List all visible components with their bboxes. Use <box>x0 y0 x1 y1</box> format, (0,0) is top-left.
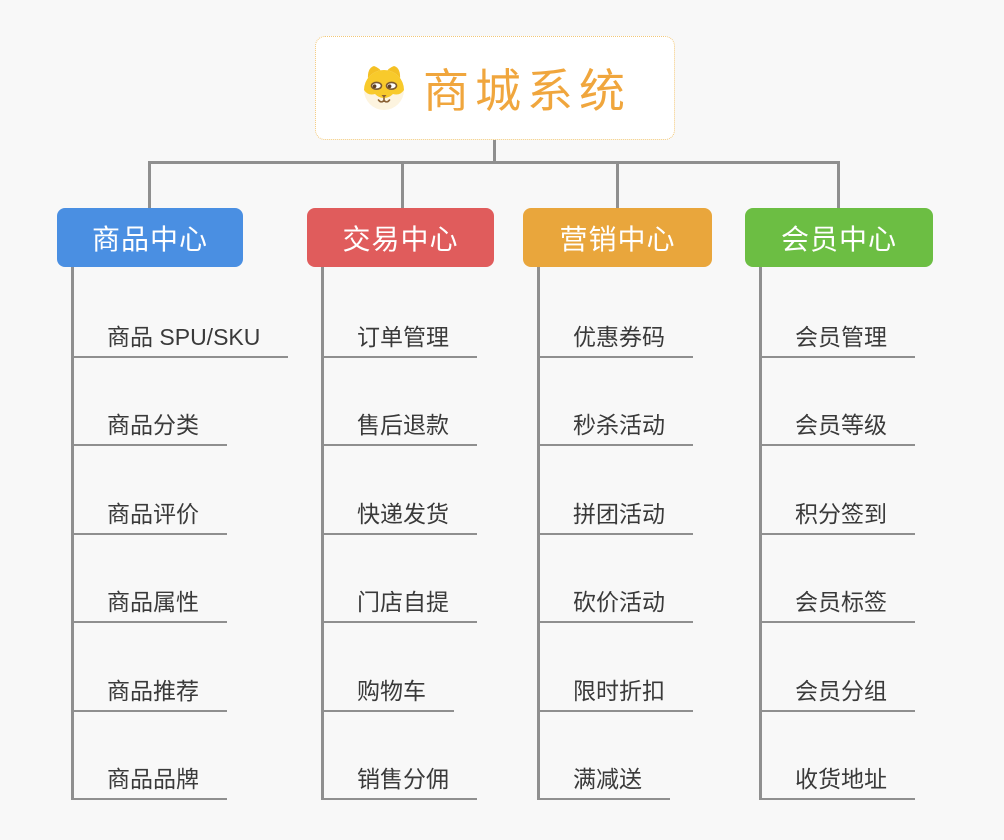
leaf-node[interactable]: 秒杀活动 <box>537 408 693 446</box>
leaf-node[interactable]: 商品 SPU/SKU <box>71 320 289 358</box>
leaf-node[interactable]: 售后退款 <box>321 408 477 446</box>
leaf-node[interactable]: 商品评价 <box>71 497 227 535</box>
connector-drop-branch-1 <box>148 161 151 208</box>
leaf-node[interactable]: 收货地址 <box>759 762 915 800</box>
connector-drop-branch-3 <box>616 161 619 208</box>
branch-node-product-center[interactable]: 商品中心 <box>57 208 243 267</box>
leaf-node[interactable]: 积分签到 <box>759 497 915 535</box>
connector-drop-branch-4 <box>837 161 840 208</box>
leaf-node[interactable]: 购物车 <box>321 674 454 712</box>
branch-node-member-center[interactable]: 会员中心 <box>745 208 933 267</box>
leaf-node[interactable]: 限时折扣 <box>537 674 693 712</box>
leaf-node[interactable]: 商品分类 <box>71 408 227 446</box>
leaf-node[interactable]: 砍价活动 <box>537 585 693 623</box>
leaf-node[interactable]: 订单管理 <box>321 320 477 358</box>
branch-node-marketing-center[interactable]: 营销中心 <box>523 208 712 267</box>
leaf-node[interactable]: 快递发货 <box>321 497 477 535</box>
connector-drop-branch-2 <box>401 161 404 208</box>
leaf-node[interactable]: 优惠券码 <box>537 320 693 358</box>
leaf-node[interactable]: 门店自提 <box>321 585 477 623</box>
leaf-node[interactable]: 商品品牌 <box>71 762 227 800</box>
connector-horizontal-bus <box>148 161 840 164</box>
leaf-node[interactable]: 商品推荐 <box>71 674 227 712</box>
connector-root-stub <box>493 140 496 163</box>
dog-face-icon <box>364 66 404 110</box>
leaf-node[interactable]: 商品属性 <box>71 585 227 623</box>
leaf-node[interactable]: 满减送 <box>537 762 670 800</box>
branch-node-trade-center[interactable]: 交易中心 <box>307 208 494 267</box>
leaf-node[interactable]: 会员分组 <box>759 674 915 712</box>
leaf-node[interactable]: 会员管理 <box>759 320 915 358</box>
leaf-node[interactable]: 会员标签 <box>759 585 915 623</box>
leaf-node[interactable]: 会员等级 <box>759 408 915 446</box>
root-node-label: 商城系统 <box>423 65 631 117</box>
root-node-mall-system[interactable]: 商城系统 <box>315 36 675 140</box>
leaf-node[interactable]: 拼团活动 <box>537 497 693 535</box>
leaf-node[interactable]: 销售分佣 <box>321 762 477 800</box>
